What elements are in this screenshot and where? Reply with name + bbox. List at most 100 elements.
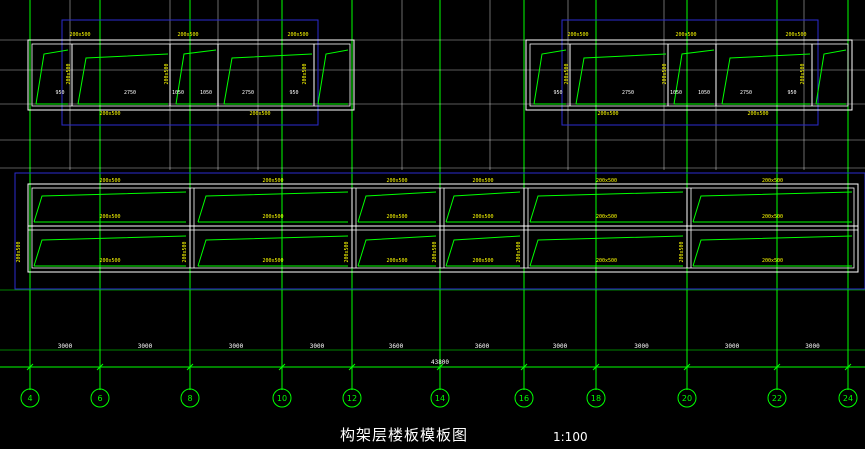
wall-outlines bbox=[14, 19, 865, 290]
top-block-dimension: 2750 bbox=[124, 90, 136, 96]
beam-label: 200x500 bbox=[262, 258, 283, 264]
axis-bubble bbox=[180, 388, 200, 408]
lower-wall-inner bbox=[31, 187, 855, 269]
beam-label: 200x500 bbox=[262, 178, 283, 184]
beam-label: 200x500 bbox=[66, 63, 72, 84]
top-block-dimension: 1050 bbox=[670, 90, 682, 96]
axis-label: 16 bbox=[519, 394, 529, 403]
axis-bubble bbox=[514, 388, 534, 408]
beam-label: 200x500 bbox=[432, 241, 438, 262]
top-left-wall-inner bbox=[31, 43, 351, 107]
slab-marker bbox=[35, 49, 69, 105]
slab-marker bbox=[445, 235, 521, 267]
slab-marker bbox=[692, 235, 853, 267]
axis-label: 10 bbox=[277, 394, 287, 403]
top-left-wall bbox=[27, 39, 355, 111]
axis-label: 18 bbox=[591, 394, 601, 403]
axis-label: 22 bbox=[772, 394, 782, 403]
slab-marker bbox=[197, 191, 349, 223]
dimension-tick bbox=[278, 363, 286, 371]
beam-label: 200x500 bbox=[99, 214, 120, 220]
dimension-tick bbox=[26, 363, 34, 371]
dimension-tick bbox=[683, 363, 691, 371]
slab-marker bbox=[692, 191, 853, 223]
axis-label: 14 bbox=[435, 394, 445, 403]
beam-label: 200x500 bbox=[344, 241, 350, 262]
slab-marker bbox=[721, 53, 811, 105]
dimension-tick bbox=[520, 363, 528, 371]
beam-label: 200x500 bbox=[99, 258, 120, 264]
beam-label: 200x500 bbox=[662, 63, 668, 84]
slab-marker bbox=[317, 49, 349, 105]
overall-dimension: 43800 bbox=[431, 359, 449, 366]
beam-label: 200x500 bbox=[800, 63, 806, 84]
dimension-tick bbox=[348, 363, 356, 371]
beam-label: 200x500 bbox=[287, 32, 308, 38]
beam-label: 200x500 bbox=[182, 241, 188, 262]
beam-label: 200x500 bbox=[762, 258, 783, 264]
top-right-outline bbox=[561, 19, 819, 126]
beam-label: 200x500 bbox=[472, 214, 493, 220]
beam-label: 200x500 bbox=[302, 63, 308, 84]
axis-label: 8 bbox=[187, 394, 192, 403]
axis-label: 20 bbox=[682, 394, 692, 403]
bay-dimension: 3000 bbox=[805, 343, 820, 350]
bay-dimension: 3600 bbox=[389, 343, 404, 350]
beam-label: 200x500 bbox=[747, 111, 768, 117]
axis-bubble bbox=[677, 388, 697, 408]
slab-marker bbox=[445, 191, 521, 223]
beam-label: 200x500 bbox=[386, 214, 407, 220]
beam-label: 200x500 bbox=[762, 214, 783, 220]
axis-bubble bbox=[430, 388, 450, 408]
axis-label: 4 bbox=[27, 394, 32, 403]
axis-bubble bbox=[838, 388, 858, 408]
bay-dimension: 3000 bbox=[553, 343, 568, 350]
beam-label: 200x500 bbox=[249, 111, 270, 117]
axis-bubble bbox=[342, 388, 362, 408]
slab-marker bbox=[197, 235, 349, 267]
beam-labels: 200x500 200x500 200x500 200x500 200x500 200x5… bbox=[16, 32, 807, 264]
lower-outline bbox=[14, 172, 865, 290]
bay-dimension: 3000 bbox=[634, 343, 649, 350]
slab-marker bbox=[357, 191, 437, 223]
bay-dimension: 3000 bbox=[138, 343, 153, 350]
slab-marker bbox=[673, 49, 715, 105]
dimension-tick bbox=[96, 363, 104, 371]
slab-marker bbox=[529, 191, 684, 223]
slab-marker bbox=[815, 49, 847, 105]
top-right-wall-inner bbox=[529, 43, 849, 107]
top-block-dimension: 950 bbox=[787, 90, 796, 96]
top-left-outline bbox=[61, 19, 319, 126]
beam-label: 200x500 bbox=[597, 111, 618, 117]
top-block-dimension: 1050 bbox=[698, 90, 710, 96]
slab-marker bbox=[529, 235, 684, 267]
dimension-tick bbox=[436, 363, 444, 371]
beam-label: 200x500 bbox=[564, 63, 570, 84]
axis-bubble bbox=[272, 388, 292, 408]
drawing-title: 构架层楼板模板图 bbox=[340, 426, 469, 444]
beam-label: 200x500 bbox=[164, 63, 170, 84]
beam-label: 200x500 bbox=[762, 178, 783, 184]
dimension-tick bbox=[592, 363, 600, 371]
axis-bubble bbox=[20, 388, 40, 408]
drawing-scale: 1:100 bbox=[553, 430, 588, 444]
top-right-wall bbox=[525, 39, 853, 111]
slab-marker bbox=[33, 191, 187, 223]
axis-bubble bbox=[586, 388, 606, 408]
axis-label: 24 bbox=[843, 394, 853, 403]
beam-label: 200x500 bbox=[16, 241, 22, 262]
axis-bubble bbox=[90, 388, 110, 408]
dimension-tick bbox=[844, 363, 852, 371]
axis-bubble bbox=[767, 388, 787, 408]
top-block-dimension: 950 bbox=[289, 90, 298, 96]
bay-dimension: 3600 bbox=[475, 343, 490, 350]
beam-label: 200x500 bbox=[785, 32, 806, 38]
slab-marker bbox=[77, 53, 169, 105]
beam-label: 200x500 bbox=[262, 214, 283, 220]
top-block-dimension: 950 bbox=[553, 90, 562, 96]
beam-label: 200x500 bbox=[472, 258, 493, 264]
dimension-tick bbox=[186, 363, 194, 371]
